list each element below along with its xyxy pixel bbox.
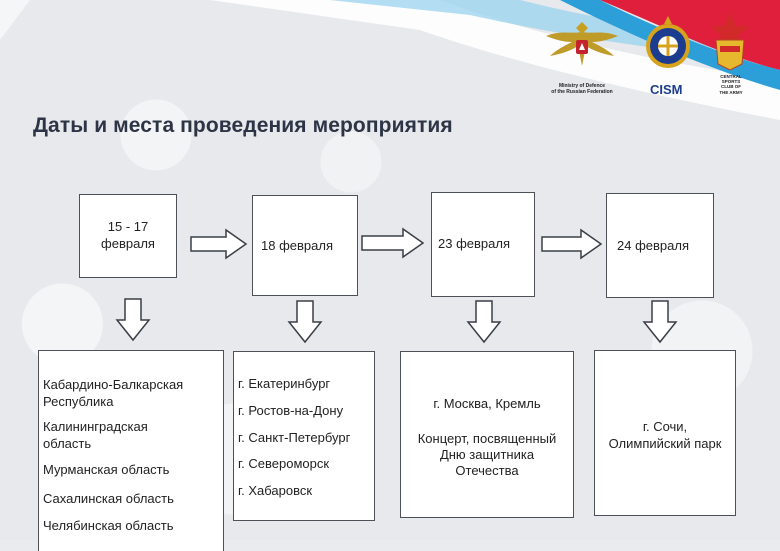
place-item: г. Хабаровск <box>238 483 313 498</box>
sports-club-caption: CENTRAL SPORTS CLUB OF THE ARMY <box>719 74 743 95</box>
place-item: г. Ростов-на-Дону <box>238 403 344 418</box>
arrow-down-1 <box>115 298 151 342</box>
date-box-1: 15 - 17 февраля <box>79 194 177 278</box>
date-box-4: 24 февраля <box>606 193 714 298</box>
places-box-4: г. Сочи, Олимпийский парк <box>594 350 736 516</box>
cism-label: CISM <box>650 82 683 97</box>
date-box-1-line2: февраля <box>101 236 155 251</box>
eagle-emblem-icon <box>546 22 618 66</box>
place-item: Калининградская <box>43 419 148 434</box>
date-box-3: 23 февраля <box>431 192 535 297</box>
star-shield-icon <box>710 12 750 71</box>
arrow-down-4 <box>642 300 678 344</box>
date-box-2: 18 февраля <box>252 195 358 296</box>
place-item: Дню защитника <box>439 447 535 462</box>
sports-club-logo <box>708 10 752 72</box>
place-item: Челябинская область <box>43 518 174 533</box>
places-box-3: г. Москва, Кремль Концерт, посвященный Д… <box>400 351 574 518</box>
place-item: Концерт, посвященный <box>417 431 557 446</box>
places-box-1: Кабардино-Балкарская Республика Калининг… <box>38 350 224 551</box>
place-item: Мурманская область <box>43 462 170 477</box>
arrow-right-1 <box>190 228 248 260</box>
date-box-4-line1: 24 февраля <box>617 238 689 253</box>
page-title: Даты и места проведения мероприятия <box>33 114 453 137</box>
ministry-caption: Ministry of Defence of the Russian Feder… <box>542 83 622 96</box>
place-item: Олимпийский парк <box>608 436 722 451</box>
arrow-right-3 <box>541 228 603 260</box>
places-box-2: г. Екатеринбург г. Ростов-на-Дону г. Сан… <box>233 351 375 521</box>
place-item: г. Москва, Кремль <box>433 396 541 411</box>
date-box-2-line1: 18 февраля <box>261 238 333 253</box>
ministry-of-defence-logo <box>542 14 622 82</box>
date-box-1-line1: 15 - 17 <box>107 219 149 235</box>
arrow-right-2 <box>361 227 425 259</box>
place-item: г. Екатеринбург <box>238 376 331 391</box>
place-item: Республика <box>43 394 114 409</box>
place-item: Отечества <box>455 463 519 478</box>
place-item: Кабардино-Балкарская <box>43 377 184 392</box>
ministry-caption-line2: of the Russian Federation <box>551 88 613 95</box>
place-item: область <box>43 436 92 451</box>
cism-logo <box>642 14 694 76</box>
arrow-down-3 <box>466 300 502 344</box>
place-item: г. Североморск <box>238 456 330 471</box>
cism-emblem-icon <box>646 16 690 68</box>
place-item: Сахалинская область <box>43 491 174 506</box>
place-item: г. Сочи, <box>642 419 688 434</box>
date-box-3-line1: 23 февраля <box>438 236 510 251</box>
arrow-down-2 <box>287 300 323 344</box>
place-item: г. Санкт-Петербург <box>238 430 351 445</box>
ministry-caption-line1: Ministry of Defence <box>558 83 606 89</box>
